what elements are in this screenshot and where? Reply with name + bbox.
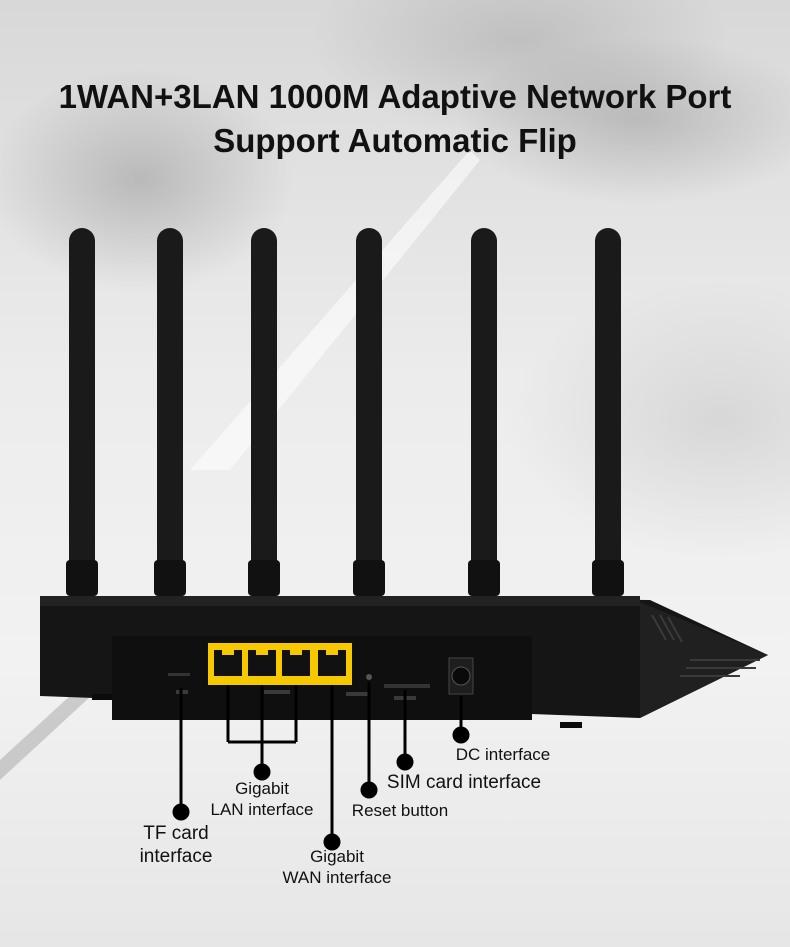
antenna-3: [248, 228, 280, 596]
tf-label-line-1: TF card: [143, 823, 209, 844]
sim-card-slot: [384, 684, 430, 688]
antenna-4: [353, 228, 385, 596]
sim-card-interface-label: SIM card interface: [386, 772, 542, 793]
lan-interface-label: Gigabit LAN interface: [200, 778, 324, 820]
wan-interface-label: Gigabit WAN interface: [272, 846, 402, 888]
reset-hole: [366, 674, 372, 680]
antenna-6: [592, 228, 624, 596]
reset-button-label: Reset button: [351, 801, 449, 820]
headline-line-2: Support Automatic Flip: [213, 122, 577, 159]
tf-card-interface-label: TF card interface: [124, 822, 228, 868]
antenna-5: [468, 228, 500, 596]
antenna-1: [66, 228, 98, 596]
wan-label-line-1: Gigabit: [310, 847, 364, 866]
lan-label-line-1: Gigabit: [235, 779, 289, 798]
lan-label-line-2: LAN interface: [210, 800, 314, 819]
dc-interface-label: DC interface: [455, 745, 551, 764]
tf-card-slot: [168, 673, 190, 676]
headline-line-1: 1WAN+3LAN 1000M Adaptive Network Port: [58, 78, 732, 115]
leader-lines: [172, 682, 470, 851]
antenna-2: [154, 228, 186, 596]
antennas: [66, 228, 624, 596]
dc-jack: [448, 657, 474, 695]
tf-label-line-2: interface: [139, 846, 213, 867]
ethernet-ports: [208, 643, 352, 685]
wan-label-line-2: WAN interface: [282, 868, 392, 887]
